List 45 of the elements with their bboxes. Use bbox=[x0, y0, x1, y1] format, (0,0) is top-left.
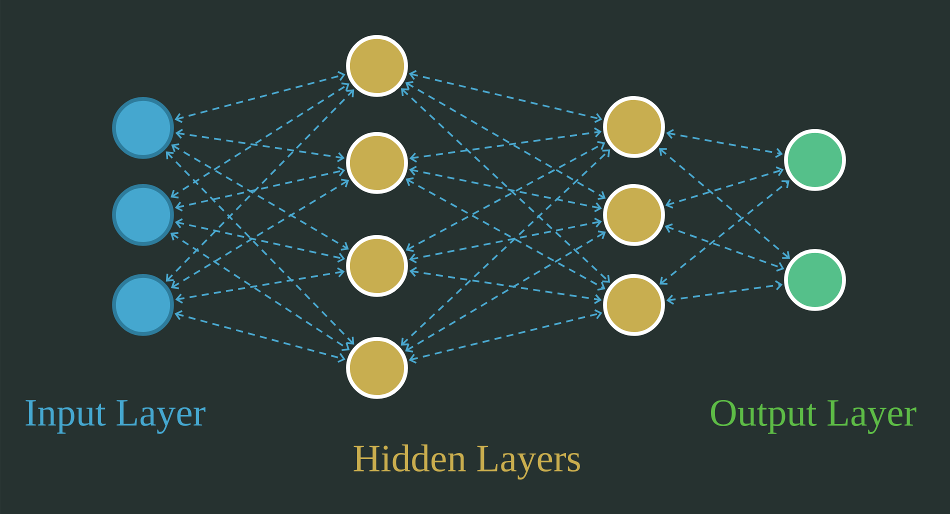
arrow bbox=[175, 128, 345, 162]
layer-label: Input Layer bbox=[26, 400, 206, 434]
arrow bbox=[174, 310, 346, 363]
arrow bbox=[408, 70, 602, 123]
arrow bbox=[666, 280, 783, 305]
arrow bbox=[400, 88, 610, 283]
arrow bbox=[166, 89, 354, 282]
arrow bbox=[408, 309, 602, 364]
neuron-circle bbox=[603, 184, 665, 246]
arrow bbox=[174, 218, 346, 263]
neuron-circle bbox=[346, 132, 408, 194]
arrow bbox=[409, 218, 602, 264]
arrow bbox=[666, 128, 783, 158]
neuron-circle bbox=[112, 97, 174, 159]
arrow bbox=[171, 143, 349, 251]
arrow bbox=[170, 82, 350, 198]
neuron-circle bbox=[346, 235, 408, 297]
arrow bbox=[406, 140, 606, 252]
arrow bbox=[664, 223, 784, 272]
neuron-circle bbox=[784, 129, 846, 191]
arrow bbox=[658, 148, 790, 259]
arrow bbox=[405, 230, 606, 352]
arrow bbox=[175, 267, 345, 304]
neuron-circle bbox=[603, 96, 665, 158]
arrow bbox=[406, 177, 606, 291]
arrow bbox=[170, 232, 350, 351]
neuron-circle bbox=[784, 249, 846, 311]
neuron-circle bbox=[346, 337, 408, 399]
neuron-circle bbox=[346, 35, 408, 97]
neuron-circle bbox=[603, 274, 665, 336]
arrow bbox=[170, 178, 350, 290]
arrow bbox=[409, 166, 602, 212]
layer-label: Hidden Layers bbox=[354, 444, 580, 480]
neuron-circle bbox=[112, 184, 174, 246]
arrow bbox=[174, 166, 346, 212]
arrow bbox=[409, 266, 602, 304]
arrow bbox=[400, 149, 610, 346]
arrow bbox=[409, 127, 602, 163]
layer-label: Output Layer bbox=[711, 400, 916, 434]
arrow bbox=[405, 81, 606, 200]
arrow bbox=[174, 71, 346, 123]
arrow bbox=[166, 151, 354, 345]
neuron-circle bbox=[112, 274, 174, 336]
arrow bbox=[665, 166, 784, 209]
arrow bbox=[660, 180, 790, 285]
